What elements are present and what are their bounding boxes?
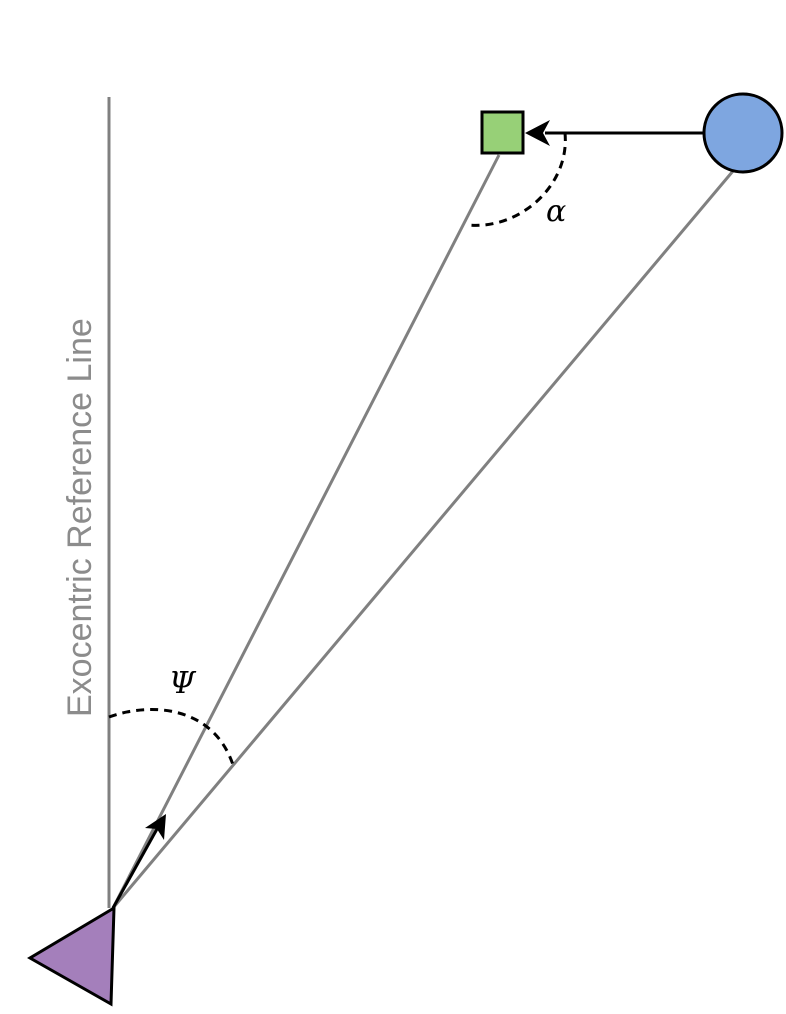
alpha-label: α (546, 194, 566, 229)
heading-arrow-head (145, 814, 166, 840)
target-square (480, 110, 525, 155)
alpha-angle-arc (467, 132, 567, 227)
sight-line-to-circle (111, 170, 735, 909)
heading-arrow (111, 817, 164, 909)
reference-line-label: Exocentric Reference Line (61, 318, 99, 717)
sight-line-to-square (111, 154, 501, 909)
target-circle (702, 92, 784, 174)
motion-arrow-head (525, 120, 550, 146)
psi-label: Ψ (169, 666, 197, 701)
psi-angle-arc (108, 708, 236, 769)
observer-triangle (27, 905, 116, 1007)
